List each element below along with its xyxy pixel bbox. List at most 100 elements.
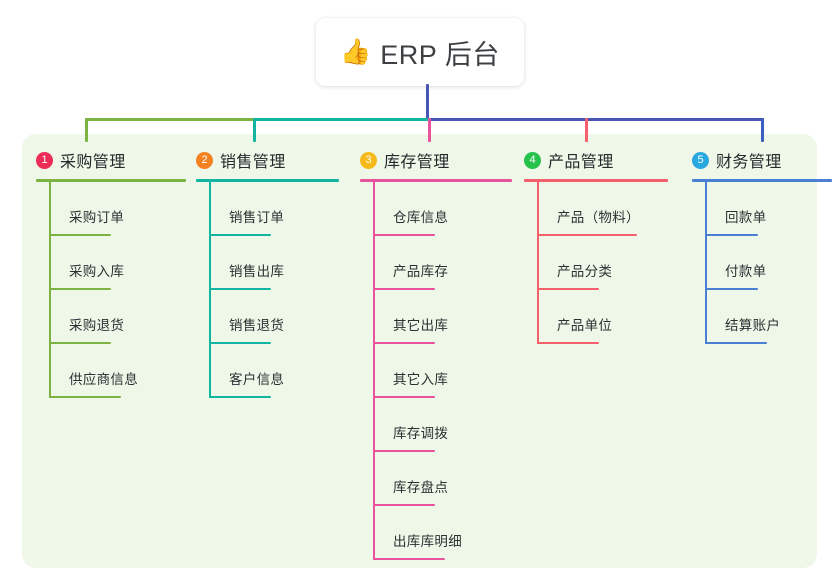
branch-item-label: 库存调拨 [393, 426, 449, 441]
branch-title: 销售管理 [220, 154, 286, 171]
branch-header-rule [692, 179, 832, 182]
branch-item-label: 库存盘点 [393, 480, 449, 495]
root-title: ERP 后台 [380, 39, 500, 70]
branch-title: 采购管理 [60, 154, 126, 171]
branch-item-rule [373, 504, 435, 506]
branch-item-rule [209, 342, 271, 344]
branch-item-label: 销售出库 [229, 264, 285, 279]
branch-spine [373, 182, 375, 560]
branch-item-rule [49, 342, 111, 344]
branch-header-4[interactable]: 4 产品管理 [524, 146, 668, 174]
branch-header-rule [36, 179, 186, 182]
branch-column-3: 3 库存管理仓库信息产品库存其它出库其它入库库存调拨库存盘点出库库明细 [360, 146, 512, 560]
branch-item[interactable]: 其它入库 [373, 344, 512, 398]
branch-item[interactable]: 产品单位 [537, 290, 668, 344]
branch-index-badge: 3 [360, 151, 377, 169]
branch-item[interactable]: 产品分类 [537, 236, 668, 290]
branch-item-rule [373, 342, 435, 344]
branch-item-list: 产品（物料） 产品分类产品单位 [524, 182, 668, 344]
branch-item-rule [537, 234, 637, 236]
branch-item[interactable]: 付款单 [705, 236, 832, 290]
branch-item[interactable]: 销售退货 [209, 290, 339, 344]
bar-segment-teal [253, 118, 430, 121]
branch-item[interactable]: 其它出库 [373, 290, 512, 344]
branch-item-label: 其它入库 [393, 372, 449, 387]
thumbs-up-icon: 👍 [340, 37, 372, 66]
branch-header-rule [196, 179, 339, 182]
branch-item-rule [705, 234, 758, 236]
branch-item-label: 产品（物料） [557, 210, 640, 225]
branch-item-rule [705, 288, 758, 290]
branches-panel [22, 134, 817, 568]
branch-item[interactable]: 出库库明细 [373, 506, 512, 560]
branch-title: 产品管理 [548, 154, 614, 171]
branch-item-label: 采购入库 [69, 264, 125, 279]
branch-item[interactable]: 仓库信息 [373, 182, 512, 236]
branch-header-rule [360, 179, 512, 182]
branch-item-rule [49, 396, 121, 398]
branch-item[interactable]: 回款单 [705, 182, 832, 236]
branch-item[interactable]: 销售出库 [209, 236, 339, 290]
branch-item-label: 客户信息 [229, 372, 285, 387]
branch-item[interactable]: 产品库存 [373, 236, 512, 290]
branch-drop-1 [85, 118, 88, 142]
branch-index-badge: 2 [196, 151, 213, 169]
branch-item-rule [373, 234, 435, 236]
branch-item-rule [537, 342, 599, 344]
branch-item-rule [705, 342, 767, 344]
branch-item[interactable]: 客户信息 [209, 344, 339, 398]
branch-index-badge: 4 [524, 151, 541, 169]
bar-segment-green [85, 118, 255, 121]
branch-item-rule [209, 396, 271, 398]
branch-drop-5 [761, 118, 764, 142]
branch-header-rule [524, 179, 668, 182]
branch-item[interactable]: 库存调拨 [373, 398, 512, 452]
branch-item-rule [373, 396, 435, 398]
branch-item-rule [49, 234, 111, 236]
branch-spine [49, 182, 51, 398]
branch-column-4: 4 产品管理产品（物料） 产品分类产品单位 [524, 146, 668, 344]
branch-item-list: 仓库信息产品库存其它出库其它入库库存调拨库存盘点出库库明细 [360, 182, 512, 560]
branch-item-list: 采购订单采购入库采购退货供应商信息 [36, 182, 186, 398]
branch-item-label: 产品库存 [393, 264, 449, 279]
branch-item-rule [373, 558, 445, 560]
branch-item[interactable]: 采购订单 [49, 182, 186, 236]
branch-header-3[interactable]: 3 库存管理 [360, 146, 512, 174]
branch-item[interactable]: 采购入库 [49, 236, 186, 290]
branch-item-label: 销售退货 [229, 318, 285, 333]
branch-item-label: 产品分类 [557, 264, 613, 279]
branch-item-label: 出库库明细 [393, 534, 462, 549]
branch-item[interactable]: 结算账户 [705, 290, 832, 344]
branch-drop-3 [428, 118, 431, 142]
branch-drop-4 [585, 118, 588, 142]
branch-spine [537, 182, 539, 344]
bar-segment-blue [428, 118, 764, 121]
branch-item-label: 回款单 [725, 210, 767, 225]
branch-item-list: 回款单付款单结算账户 [692, 182, 832, 344]
branch-item-label: 采购订单 [69, 210, 125, 225]
root-node[interactable]: 👍 ERP 后台 [316, 18, 524, 86]
branch-spine [705, 182, 707, 344]
branch-item-rule [373, 288, 435, 290]
branch-item-label: 付款单 [725, 264, 767, 279]
branch-item[interactable]: 采购退货 [49, 290, 186, 344]
branch-item[interactable]: 供应商信息 [49, 344, 186, 398]
branch-item[interactable]: 库存盘点 [373, 452, 512, 506]
branch-item-label: 结算账户 [725, 318, 781, 333]
branch-item-list: 销售订单销售出库销售退货客户信息 [196, 182, 339, 398]
branch-item-label: 供应商信息 [69, 372, 138, 387]
branch-title: 库存管理 [384, 154, 450, 171]
branch-item-label: 其它出库 [393, 318, 449, 333]
branch-item-rule [209, 288, 271, 290]
branch-item-label: 产品单位 [557, 318, 613, 333]
branch-index-badge: 5 [692, 151, 709, 169]
branch-header-2[interactable]: 2 销售管理 [196, 146, 339, 174]
branch-item[interactable]: 销售订单 [209, 182, 339, 236]
branch-item[interactable]: 产品（物料） [537, 182, 668, 236]
branch-item-rule [209, 234, 271, 236]
